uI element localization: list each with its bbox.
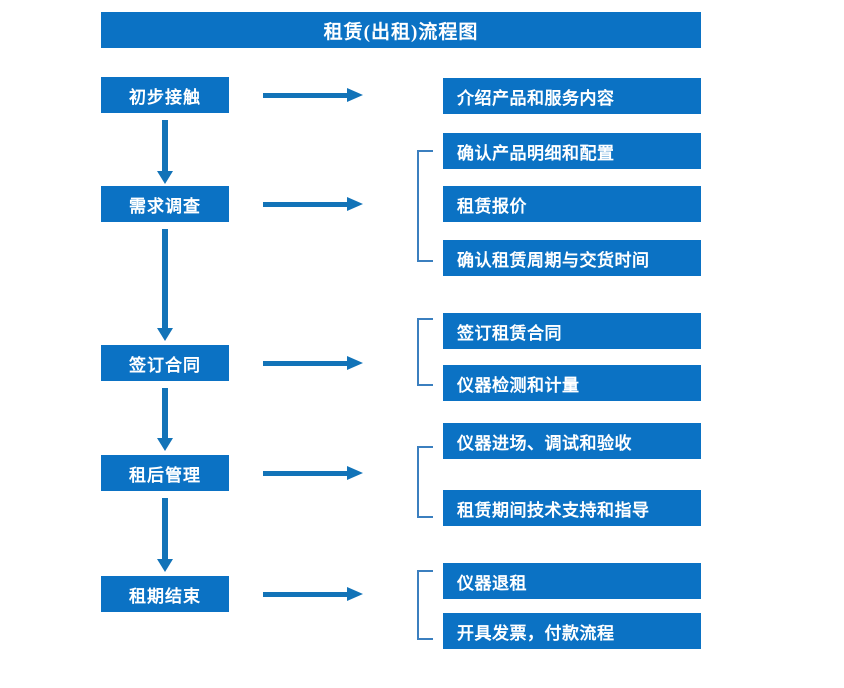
right-arrow-icon-1 <box>263 87 363 103</box>
stage-box-4[interactable]: 租后管理 <box>101 455 229 491</box>
stage-box-2[interactable]: 需求调查 <box>101 186 229 222</box>
right-arrow-icon-4 <box>263 465 363 481</box>
down-arrow-icon-2 <box>157 229 173 341</box>
stage-box-3[interactable]: 签订合同 <box>101 345 229 381</box>
detail-box-9[interactable]: 仪器退租 <box>443 563 701 599</box>
down-arrow-icon-3 <box>157 388 173 451</box>
page-title: 租赁(出租)流程图 <box>101 12 701 48</box>
group-bracket-icon-5 <box>417 570 441 640</box>
stage-box-5[interactable]: 租期结束 <box>101 576 229 612</box>
right-arrow-icon-2 <box>263 196 363 212</box>
detail-box-2[interactable]: 确认产品明细和配置 <box>443 133 701 169</box>
stage-box-1[interactable]: 初步接触 <box>101 77 229 113</box>
right-arrow-icon-3 <box>263 355 363 371</box>
detail-box-7[interactable]: 仪器进场、调试和验收 <box>443 423 701 459</box>
detail-box-1[interactable]: 介绍产品和服务内容 <box>443 78 701 114</box>
group-bracket-icon-3 <box>417 318 441 386</box>
detail-box-5[interactable]: 签订租赁合同 <box>443 313 701 349</box>
detail-box-8[interactable]: 租赁期间技术支持和指导 <box>443 490 701 526</box>
group-bracket-icon-2 <box>417 150 441 262</box>
detail-box-6[interactable]: 仪器检测和计量 <box>443 365 701 401</box>
detail-box-10[interactable]: 开具发票，付款流程 <box>443 613 701 649</box>
right-arrow-icon-5 <box>263 586 363 602</box>
down-arrow-icon-1 <box>157 120 173 184</box>
down-arrow-icon-4 <box>157 498 173 572</box>
detail-box-3[interactable]: 租赁报价 <box>443 186 701 222</box>
group-bracket-icon-4 <box>417 446 441 518</box>
detail-box-4[interactable]: 确认租赁周期与交货时间 <box>443 240 701 276</box>
